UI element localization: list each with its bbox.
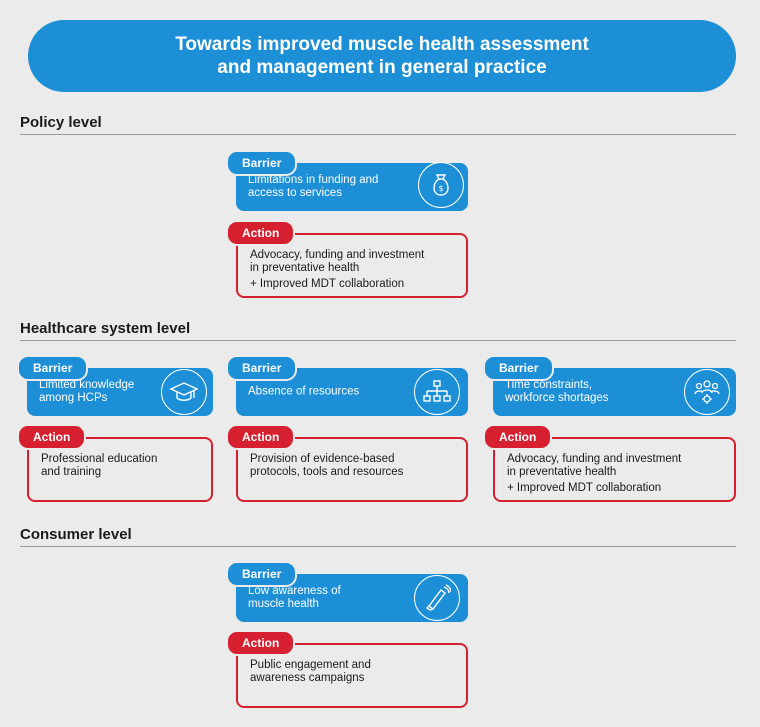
action-text-line: in preventative health (250, 262, 360, 274)
action-text-line: Advocacy, funding and investment (507, 453, 682, 465)
action-tag: Action (226, 630, 296, 656)
barrier-text-line: Low awareness of (248, 585, 341, 597)
barrier-text-line: workforce shortages (505, 392, 609, 404)
divider (20, 340, 736, 341)
section-heading-healthcare: Healthcare system level (20, 320, 191, 337)
graduation-cap-icon (161, 369, 207, 415)
divider (20, 134, 736, 135)
title-banner: Towards improved muscle health assessmen… (28, 20, 736, 92)
action-text-line: and training (41, 466, 102, 478)
divider (20, 546, 736, 547)
barrier-tag: Barrier (226, 150, 298, 176)
barrier-text-line: Absence of resources (248, 385, 360, 398)
action-tag: Action (226, 424, 296, 450)
barrier-text-line: Limited knowledge (39, 379, 135, 391)
action-text-line: Advocacy, funding and investment (250, 249, 425, 261)
action-text-line: Provision of evidence-based (250, 453, 395, 465)
action-text-line: Public engagement and (250, 659, 371, 671)
barrier-text-line: Limitations in funding and (248, 174, 379, 186)
action-tag: Action (483, 424, 553, 450)
title-line-1: Towards improved muscle health assessmen… (175, 34, 589, 55)
megaphone-icon (414, 575, 460, 621)
barrier-tag: Barrier (483, 355, 555, 381)
healthcare-action-box-3: Advocacy, funding and investment in prev… (493, 437, 736, 502)
org-chart-icon (414, 369, 460, 415)
barrier-text-line: Time constraints, (505, 379, 593, 391)
money-bag-icon: $ (418, 162, 464, 208)
action-text-line: awareness campaigns (250, 672, 365, 684)
team-gear-icon (684, 369, 730, 415)
action-text-line: Professional education (41, 453, 158, 465)
barrier-tag: Barrier (226, 355, 298, 381)
action-text-line: in preventative health (507, 466, 617, 478)
svg-text:$: $ (438, 184, 443, 193)
action-tag: Action (17, 424, 87, 450)
barrier-text-line: among HCPs (39, 392, 108, 404)
action-text-line: + Improved MDT collaboration (250, 278, 405, 290)
barrier-text-line: access to services (248, 187, 342, 199)
action-text-line: + Improved MDT collaboration (507, 482, 662, 494)
title-line-2: and management in general practice (217, 57, 547, 78)
healthcare-action-box-1: Professional education and training (27, 437, 213, 502)
barrier-text-line: muscle health (248, 598, 319, 610)
section-heading-policy: Policy level (20, 114, 102, 131)
barrier-tag: Barrier (226, 561, 298, 587)
section-heading-consumer: Consumer level (20, 526, 132, 543)
action-text-line: protocols, tools and resources (250, 466, 404, 478)
action-tag: Action (226, 220, 296, 246)
barrier-tag: Barrier (17, 355, 89, 381)
